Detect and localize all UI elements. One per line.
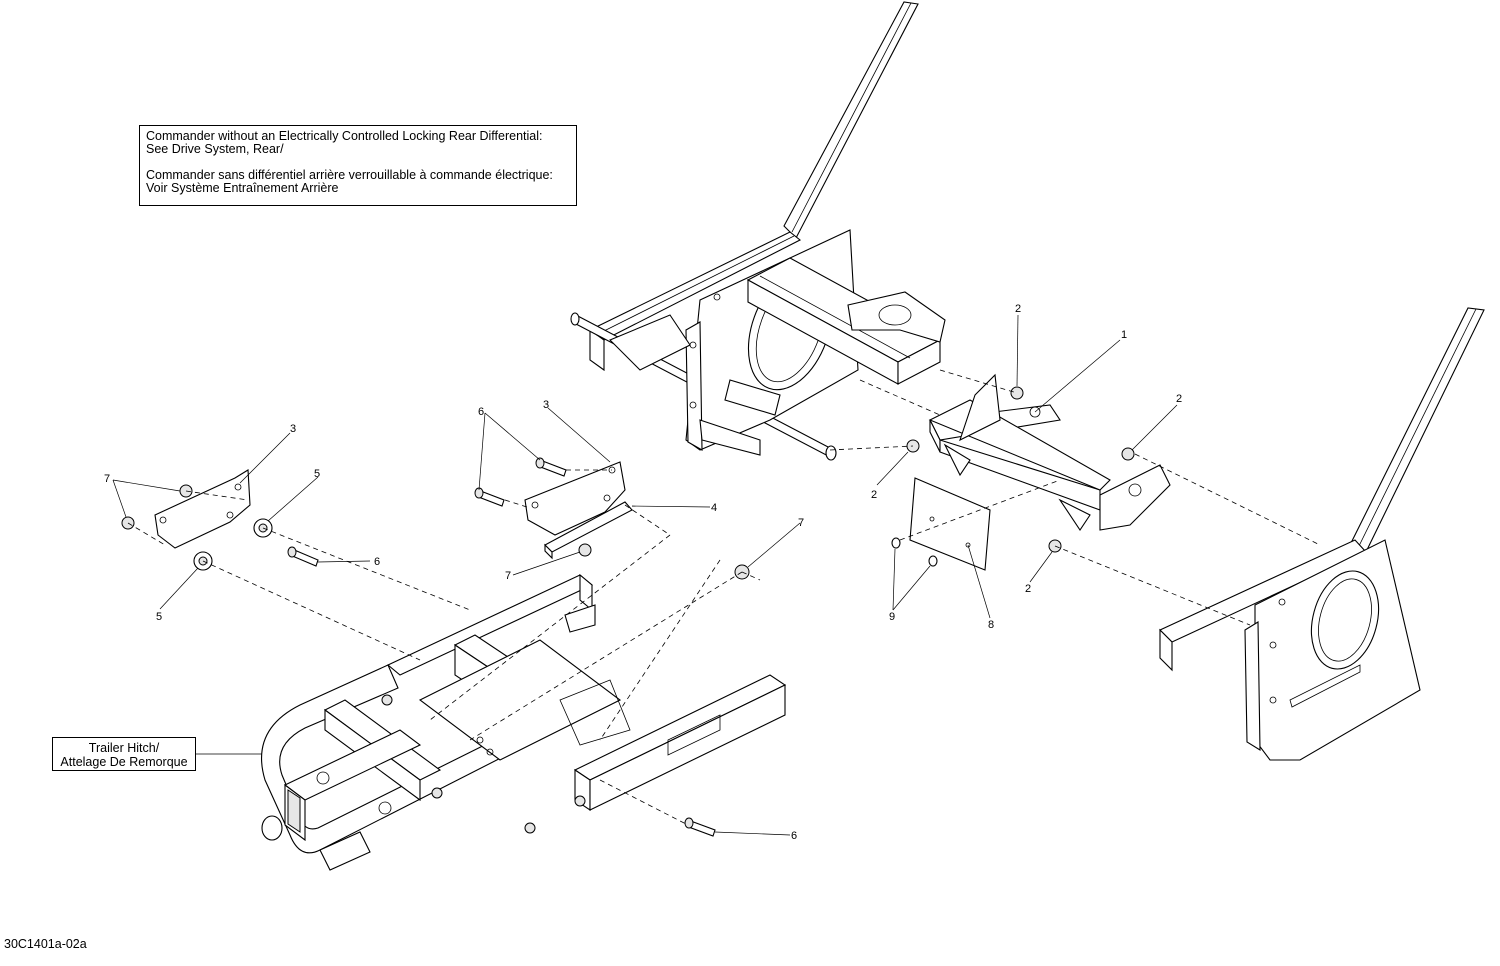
alignment-dashes [127,369,1321,825]
middle-bracket-assembly [474,457,633,560]
trailer-hitch-frame [261,573,787,871]
callout-5: 5 [314,468,320,480]
note-line-fr-1: Commander sans différentiel arrière verr… [146,168,553,182]
callout-3: 3 [290,423,296,435]
callout-2: 2 [1015,303,1021,315]
callout-6: 6 [374,556,380,568]
callout-6: 6 [478,406,484,418]
callout-9: 9 [889,611,895,623]
callout-5: 5 [156,611,162,623]
trailer-hitch-label-en: Trailer Hitch/ [88,741,160,755]
callout-7: 7 [104,473,110,485]
drawing-reference-code: 30C1401a-02a [4,937,87,951]
callout-2: 2 [1176,393,1182,405]
left-bracket-assembly [121,469,319,571]
note-line-fr-2: Voir Système Entraînement Arrière [146,181,339,195]
bolt-part-6-lower [684,817,716,837]
trailer-hitch-label-fr: Attelage De Remorque [60,755,188,769]
callout-numbers: 1 2 2 2 2 3 3 4 5 5 6 6 6 7 7 7 8 9 [104,303,1182,842]
callout-7: 7 [505,570,511,582]
callout-1: 1 [1121,329,1127,341]
callout-6: 6 [791,830,797,842]
rivets-part-9 [891,537,938,567]
note-line-en-2: See Drive System, Rear/ [146,142,284,156]
callout-2: 2 [871,489,877,501]
trailer-hitch-label: Trailer Hitch/ Attelage De Remorque [52,737,196,771]
differential-note-box: Commander without an Electrically Contro… [139,125,577,206]
callout-8: 8 [988,619,994,631]
callout-4: 4 [711,502,717,514]
plate-part-8 [909,477,991,571]
leader-lines [112,314,1178,836]
crossmember-part-1 [928,373,1171,531]
callout-7: 7 [798,517,804,529]
upper-left-frame [570,1,946,461]
callout-2: 2 [1025,583,1031,595]
note-line-en-1: Commander without an Electrically Contro… [146,129,543,143]
right-frame [1159,307,1485,761]
callout-3: 3 [543,399,549,411]
